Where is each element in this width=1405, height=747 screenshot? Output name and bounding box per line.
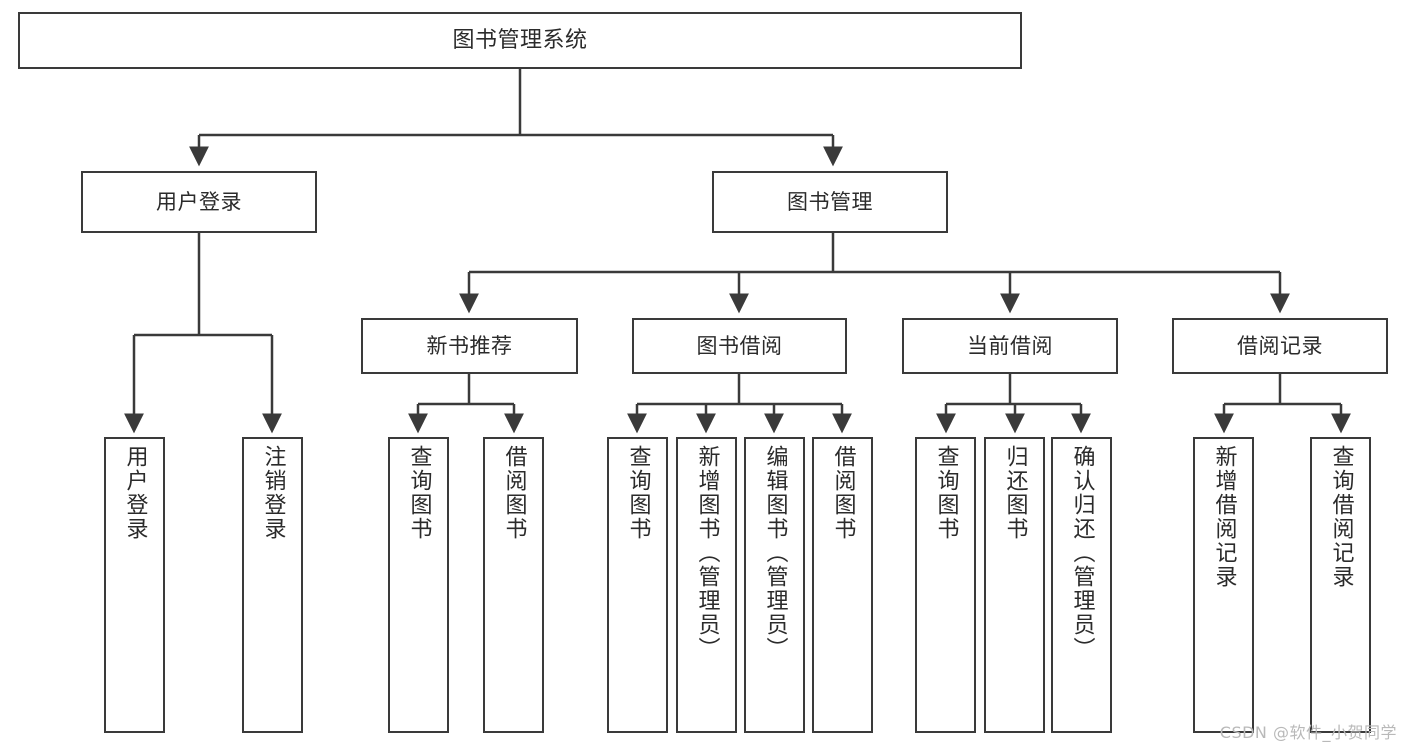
leaf-borrow-book-1[interactable]: 借阅图书 bbox=[483, 437, 544, 733]
node-new-book-recommend[interactable]: 新书推荐 bbox=[361, 318, 578, 374]
node-label: 查询图书 bbox=[406, 445, 432, 541]
node-root-system[interactable]: 图书管理系统 bbox=[18, 12, 1022, 69]
leaf-return-book[interactable]: 归还图书 bbox=[984, 437, 1045, 733]
node-label: 当前借阅 bbox=[967, 333, 1053, 358]
leaf-add-record[interactable]: 新增借阅记录 bbox=[1193, 437, 1254, 733]
leaf-logout-login[interactable]: 注销登录 bbox=[242, 437, 303, 733]
node-label: 用户登录 bbox=[122, 445, 148, 541]
leaf-add-book[interactable]: 新增图书（管理员） bbox=[676, 437, 737, 733]
node-user-login[interactable]: 用户登录 bbox=[81, 171, 317, 233]
node-book-manage[interactable]: 图书管理 bbox=[712, 171, 948, 233]
node-label: 归还图书 bbox=[1002, 445, 1028, 541]
node-book-borrow[interactable]: 图书借阅 bbox=[632, 318, 847, 374]
leaf-borrow-book-2[interactable]: 借阅图书 bbox=[812, 437, 873, 733]
node-current-borrow[interactable]: 当前借阅 bbox=[902, 318, 1118, 374]
node-borrow-record[interactable]: 借阅记录 bbox=[1172, 318, 1388, 374]
node-label: 借阅记录 bbox=[1237, 333, 1323, 358]
leaf-edit-book[interactable]: 编辑图书（管理员） bbox=[744, 437, 805, 733]
node-label: 查询图书 bbox=[625, 445, 651, 541]
node-label: 查询借阅记录 bbox=[1328, 445, 1354, 589]
node-label: 注销登录 bbox=[260, 445, 286, 541]
leaf-query-book-2[interactable]: 查询图书 bbox=[607, 437, 668, 733]
node-label: 编辑图书（管理员） bbox=[762, 445, 788, 661]
node-label: 借阅图书 bbox=[501, 445, 527, 541]
node-label: 新书推荐 bbox=[426, 333, 513, 358]
node-label: 用户登录 bbox=[156, 189, 242, 214]
node-label: 查询图书 bbox=[933, 445, 959, 541]
node-label: 新增图书（管理员） bbox=[694, 445, 720, 661]
watermark: CSDN @软件_小贺同学 bbox=[1219, 723, 1397, 742]
leaf-query-book-3[interactable]: 查询图书 bbox=[915, 437, 976, 733]
leaf-query-book-1[interactable]: 查询图书 bbox=[388, 437, 449, 733]
leaf-confirm-return[interactable]: 确认归还（管理员） bbox=[1051, 437, 1112, 733]
node-label: 确认归还（管理员） bbox=[1069, 445, 1095, 661]
leaf-query-record[interactable]: 查询借阅记录 bbox=[1310, 437, 1371, 733]
node-label: 借阅图书 bbox=[830, 445, 856, 541]
node-label: 图书借阅 bbox=[696, 333, 783, 358]
node-label: 图书管理系统 bbox=[452, 27, 588, 53]
leaf-user-login[interactable]: 用户登录 bbox=[104, 437, 165, 733]
node-label: 新增借阅记录 bbox=[1211, 445, 1237, 589]
node-label: 图书管理 bbox=[787, 189, 873, 214]
